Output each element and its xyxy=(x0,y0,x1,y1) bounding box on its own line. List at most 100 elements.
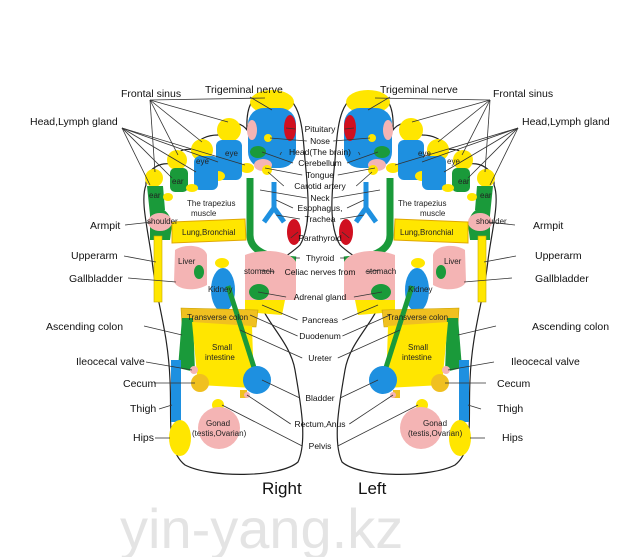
leader-line xyxy=(353,291,383,298)
hips-label: Hips xyxy=(502,432,523,444)
ileocecal-valve-label: Ileocecal valve xyxy=(76,356,145,368)
eye-label: eye xyxy=(196,157,209,166)
trapezius-label: muscle xyxy=(191,209,217,218)
leader-line xyxy=(337,167,376,176)
gallbladder-label: Gallbladder xyxy=(69,273,123,285)
gonad-label: Gonad xyxy=(206,419,230,428)
center-label: Cerebellum xyxy=(298,158,341,168)
leader-line xyxy=(259,189,307,199)
eye-label: eye xyxy=(418,149,431,158)
ear-label: ear xyxy=(149,191,161,200)
leader-line xyxy=(333,137,371,142)
leader-line xyxy=(337,329,401,359)
liver-label: Liver xyxy=(444,257,462,266)
leader-line xyxy=(145,361,193,371)
leader-line xyxy=(342,304,379,321)
head-lymph-label: Head,Lymph gland xyxy=(30,116,118,128)
leader-line xyxy=(121,127,219,163)
leader-line xyxy=(340,214,365,220)
stomach-label: stomach xyxy=(366,267,396,276)
cecum-label: Cecum xyxy=(497,378,531,390)
leader-line xyxy=(341,231,350,239)
leader-line xyxy=(483,255,517,263)
hips-label: Hips xyxy=(133,432,154,444)
leader-line xyxy=(342,314,391,337)
leader-line xyxy=(437,99,491,143)
leader-line xyxy=(487,221,516,226)
transverse-colon-label: Transverse colon xyxy=(387,313,448,322)
leader-line xyxy=(124,221,153,226)
leader-line xyxy=(149,97,266,101)
center-label: Esophagus, xyxy=(298,203,343,213)
trapezius-label: muscle xyxy=(420,209,446,218)
gonad-label: (testis,Ovarian) xyxy=(408,429,463,438)
center-label: Thyroid xyxy=(306,253,335,263)
right-foot-label: Right xyxy=(262,479,302,498)
leader-line xyxy=(346,199,365,209)
center-label: Trachea xyxy=(305,214,336,224)
center-label: Duodenum xyxy=(299,331,341,341)
leader-line xyxy=(467,127,519,179)
upperarm-label: Upperarm xyxy=(535,250,582,262)
center-label: Pancreas xyxy=(302,315,338,325)
center-label: Head(The brain) xyxy=(289,147,351,157)
trapezius-label: The trapezius xyxy=(187,199,235,208)
kidney-label: Kidney xyxy=(208,285,232,294)
leader-line xyxy=(394,127,519,166)
frontal-sinus-label: Frontal sinus xyxy=(121,88,181,100)
leader-line xyxy=(249,96,273,111)
leader-line xyxy=(261,379,301,399)
leader-line xyxy=(267,171,285,187)
leader-line xyxy=(346,151,379,164)
left-foot-label: Left xyxy=(358,479,387,498)
leader-line xyxy=(374,97,491,101)
trapezius-label: The trapezius xyxy=(398,199,446,208)
leader-line xyxy=(344,127,355,130)
leader-line xyxy=(121,127,197,173)
head-lymph-label: Head,Lymph gland xyxy=(522,116,610,128)
leader-line xyxy=(261,151,294,164)
center-label: Pituitary xyxy=(305,124,336,134)
leader-line xyxy=(489,127,519,186)
right-foot-inner-labels: eye eye ear ear The trapezius muscle sho… xyxy=(147,149,274,438)
leader-line xyxy=(264,167,303,176)
leader-line xyxy=(143,325,183,336)
leader-line xyxy=(269,137,307,142)
leader-line xyxy=(447,361,495,371)
gonad-label: Gonad xyxy=(423,419,447,428)
center-label: Adrenal gland xyxy=(294,292,347,302)
left-foot xyxy=(332,90,496,474)
leader-line xyxy=(158,404,173,410)
eye-label: eye xyxy=(225,149,238,158)
leader-line xyxy=(349,394,394,425)
leader-line xyxy=(358,151,361,156)
leader-line xyxy=(121,127,173,179)
leader-line xyxy=(257,291,287,298)
thigh-label: Thigh xyxy=(497,403,523,415)
center-label: Nose xyxy=(310,136,330,146)
kidney-label: Kidney xyxy=(408,285,432,294)
center-label: Rectum,Anus xyxy=(294,419,345,429)
small-intestine-label: Small xyxy=(408,343,428,352)
leader-lines xyxy=(121,96,519,447)
leader-line xyxy=(149,99,229,123)
gonad-label: (testis,Ovarian) xyxy=(192,429,247,438)
center-label: Neck xyxy=(310,193,330,203)
leader-line xyxy=(339,379,379,399)
leader-line xyxy=(275,199,294,209)
shoulder-label: shoulder xyxy=(147,217,178,226)
watermark: yin-yang.kz xyxy=(120,497,403,557)
leader-line xyxy=(290,231,299,239)
ascending-colon-label: Ascending colon xyxy=(46,321,123,333)
center-label: Celiac nerves from xyxy=(285,267,356,277)
frontal-sinus-label: Frontal sinus xyxy=(493,88,553,100)
ear-label: ear xyxy=(172,177,184,186)
transverse-colon-label: Transverse colon xyxy=(187,313,248,322)
leader-line xyxy=(421,127,519,163)
leader-line xyxy=(127,277,177,283)
leader-line xyxy=(484,99,491,173)
outer-labels-right-foot: Frontal sinus Trigeminal nerve Head,Lymp… xyxy=(30,84,283,444)
stomach-label: stomach xyxy=(244,267,274,276)
